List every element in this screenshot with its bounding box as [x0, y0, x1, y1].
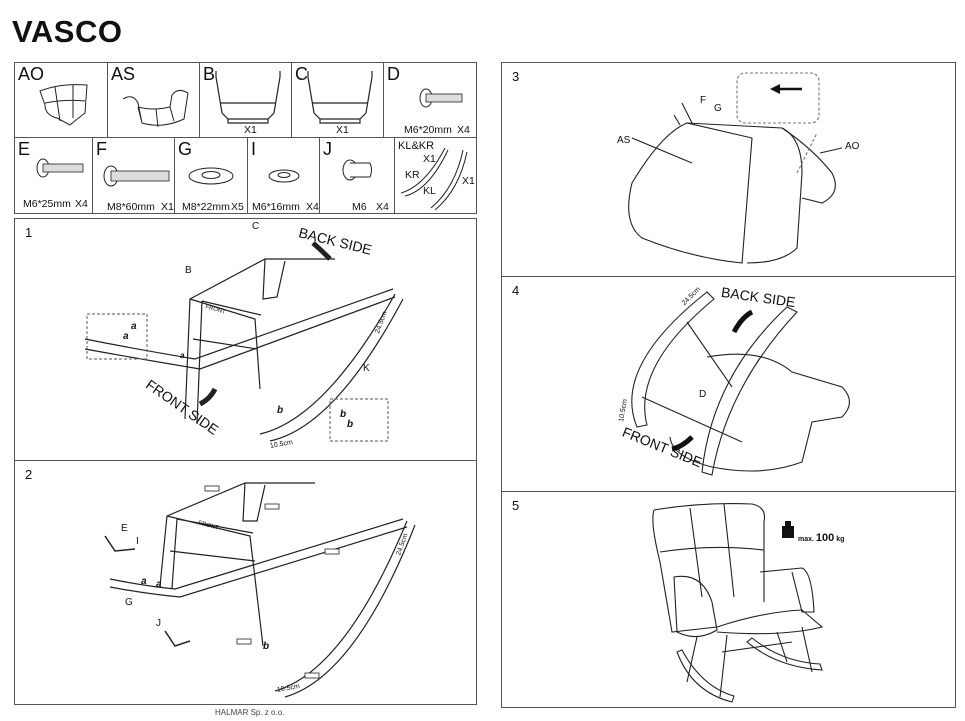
back-frame-illustration	[307, 71, 373, 124]
part-letter: F	[96, 139, 107, 159]
finished-rocking-chair-illustration	[652, 503, 824, 703]
max-load-value: 100	[815, 532, 835, 544]
part-qty: X4	[75, 198, 88, 210]
part-g: G M8*22mm X5	[175, 138, 248, 213]
label-ao: AO	[845, 141, 860, 152]
part-size: M6*20mm	[404, 124, 452, 136]
label-b: B	[185, 265, 192, 276]
part-letter: I	[251, 139, 257, 159]
bolt-e-icon	[36, 158, 84, 178]
max-load-label: max. 100 kg	[798, 532, 844, 544]
label-b-joint: b	[340, 409, 347, 420]
max-prefix: max.	[798, 536, 814, 543]
step-5-panel: 5 max. 100 kg	[501, 491, 956, 708]
label-a: a	[131, 321, 137, 332]
label-b-joint: b	[277, 405, 284, 416]
part-qty: X1	[244, 124, 257, 136]
step-number: 4	[512, 283, 520, 298]
part-c: C X1	[292, 63, 384, 137]
part-qty: X1	[161, 201, 174, 213]
part-size: M6*16mm	[252, 201, 300, 213]
step-number: 3	[512, 69, 520, 84]
step-2-panel: 2 E I G J a a b FRONT 24.5cm 10.5cm	[14, 460, 477, 705]
label-b-joint: b	[263, 641, 270, 652]
parts-row-1: AO AS B X1 C X1 D M6*20mm X4	[14, 62, 477, 138]
part-letter: C	[295, 64, 308, 84]
washer-i-icon	[268, 169, 300, 183]
part-qty: X4	[457, 124, 470, 136]
step-4-panel: 4 BACK SIDE FRONT SIDE D 24.5cm 10.5cm	[501, 276, 956, 492]
step-number: 1	[25, 225, 33, 240]
part-j: J M6 X4	[320, 138, 395, 213]
step-1-frame-illustration	[84, 241, 404, 442]
label-j: J	[156, 618, 161, 629]
label-e: E	[121, 523, 128, 534]
part-letter: B	[203, 64, 216, 84]
rockers-illustration	[400, 147, 468, 211]
label-k: K	[363, 363, 370, 374]
step-1-panel: 1 C B K FRONT a a a b b b BACK SIDE FRON…	[14, 218, 477, 461]
front-frame-illustration	[215, 71, 281, 124]
part-letter: AO	[18, 64, 45, 84]
part-qty: X1	[423, 153, 436, 165]
part-ao: AO	[15, 63, 108, 137]
part-b: B X1	[200, 63, 292, 137]
part-e: E M6*25mm X4	[15, 138, 93, 213]
part-kl-kr: KL&KR X1 KR X1 KL	[395, 138, 476, 213]
barrel-nut-j-icon	[342, 159, 372, 181]
part-letter: E	[18, 139, 31, 159]
step-2-frame-illustration	[104, 482, 416, 698]
step-3-chair-illustration	[628, 72, 843, 264]
part-qty: X1	[462, 175, 475, 187]
part-letter: J	[323, 139, 332, 159]
footer-company: HALMAR Sp. z o.o.	[215, 708, 285, 717]
label-a: a	[156, 579, 162, 590]
part-letter: G	[178, 139, 193, 159]
label-c: C	[252, 221, 260, 232]
part-qty: X4	[306, 201, 319, 213]
weight-icon	[782, 526, 794, 538]
part-size: M8*22mm	[182, 201, 230, 213]
seat-illustration	[122, 89, 189, 128]
part-letter: D	[387, 64, 400, 84]
part-qty: X5	[231, 201, 244, 213]
step-number: 2	[25, 467, 33, 482]
part-qty: X4	[376, 201, 389, 213]
label-i: I	[136, 536, 139, 547]
label-b-joint: b	[347, 419, 354, 430]
label-a: a	[141, 576, 147, 587]
part-f: F M8*60mm X1	[93, 138, 175, 213]
armrest-back-illustration	[39, 84, 88, 126]
label-as: AS	[617, 135, 631, 146]
part-i: I M6*16mm X4	[248, 138, 320, 213]
step-3-panel: 3 F G AS AO	[501, 62, 956, 277]
label-g: G	[125, 597, 133, 608]
part-size: M6	[352, 201, 367, 213]
part-size: M8*60mm	[107, 201, 155, 213]
step-number: 5	[512, 498, 520, 513]
label-a: a	[123, 331, 129, 342]
washer-g-icon	[188, 167, 234, 185]
step-4-chair-illustration	[631, 291, 851, 476]
document-title: VASCO	[12, 14, 123, 49]
parts-row-2: E M6*25mm X4 F M8*60mm X1 G M8*22mm X5 I…	[14, 137, 477, 214]
part-size: M6*25mm	[23, 198, 71, 210]
part-d: D M6*20mm X4	[384, 63, 476, 137]
label-a: a	[180, 351, 185, 360]
part-letter: AS	[111, 64, 136, 84]
part-kl-label: KL	[423, 185, 436, 197]
part-letter: KL&KR	[398, 140, 435, 152]
bolt-f-icon	[103, 165, 170, 187]
label-g: G	[714, 103, 722, 114]
bolt-d-icon	[419, 88, 463, 108]
label-d: D	[699, 389, 707, 400]
part-qty: X1	[336, 124, 349, 136]
max-load-unit: kg	[836, 536, 845, 543]
label-f: F	[700, 95, 707, 106]
part-as: AS	[108, 63, 200, 137]
part-kr-label: KR	[405, 169, 420, 181]
